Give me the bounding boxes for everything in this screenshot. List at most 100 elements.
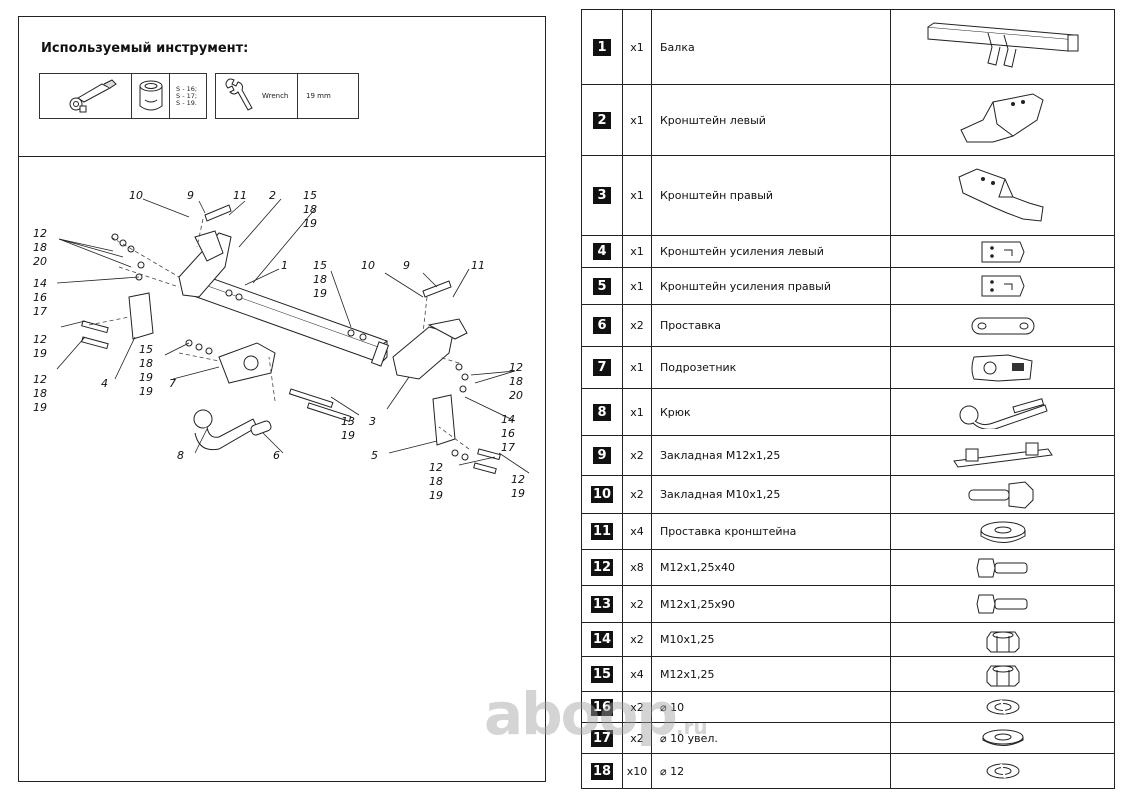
part-name: M12x1,25 bbox=[651, 656, 891, 692]
callout-11-left: 11 bbox=[233, 189, 247, 202]
bracket-right-icon bbox=[891, 163, 1114, 229]
part-number-cell: 10 bbox=[581, 475, 623, 514]
part-number: 5 bbox=[593, 277, 611, 295]
part-number-cell: 8 bbox=[581, 388, 623, 436]
part-number-cell: 2 bbox=[581, 84, 623, 156]
part-name: Крюк bbox=[651, 388, 891, 436]
part-image-cell bbox=[890, 84, 1115, 156]
tools-section: Используемый инструмент: bbox=[19, 17, 545, 157]
part-number-cell: 18 bbox=[581, 753, 623, 789]
part-image-cell bbox=[890, 549, 1115, 586]
part-qty: x2 bbox=[622, 622, 652, 657]
part-number-cell: 17 bbox=[581, 722, 623, 754]
part-name: Закладная М10х1,25 bbox=[651, 475, 891, 514]
part-qty: x2 bbox=[622, 475, 652, 514]
callout-19-e: 19 bbox=[139, 385, 153, 398]
wrench-icon bbox=[225, 78, 253, 111]
part-qty: x10 bbox=[622, 753, 652, 789]
part-number-cell: 15 bbox=[581, 656, 623, 692]
wrench-size: 19 mm bbox=[306, 92, 331, 100]
wrench-size-cell: 19 mm bbox=[298, 74, 360, 118]
part-number-cell: 1 bbox=[581, 9, 623, 85]
callout-2: 2 bbox=[269, 189, 276, 202]
part-number: 18 bbox=[590, 762, 614, 780]
callout-19-top: 19 bbox=[303, 217, 317, 230]
callout-3: 3 bbox=[369, 415, 376, 428]
part-qty: x2 bbox=[622, 304, 652, 347]
callout-16-a: 16 bbox=[33, 291, 47, 304]
reinforcement-plate-icon bbox=[891, 272, 1114, 300]
part-name: Балка bbox=[651, 9, 891, 85]
part-qty: x1 bbox=[622, 9, 652, 85]
callout-7: 7 bbox=[169, 377, 176, 390]
callout-17-b: 17 bbox=[501, 441, 515, 454]
callout-9-left: 9 bbox=[187, 189, 194, 202]
callout-15-top: 15 bbox=[303, 189, 317, 202]
embedded-plate-icon bbox=[891, 439, 1114, 473]
callout-19-e2: 19 bbox=[429, 489, 443, 502]
part-qty: x8 bbox=[622, 549, 652, 586]
reinforcement-plate-icon bbox=[891, 238, 1114, 266]
part-name: Кронштейн усиления правый bbox=[651, 267, 891, 305]
part-image-cell bbox=[890, 9, 1115, 85]
part-qty: x2 bbox=[622, 435, 652, 476]
part-image-cell bbox=[890, 346, 1115, 389]
part-image-cell bbox=[890, 267, 1115, 305]
wrench-tool: Wrench 19 mm bbox=[215, 73, 359, 119]
part-name: M12x1,25x90 bbox=[651, 585, 891, 623]
part-qty: x1 bbox=[622, 267, 652, 305]
part-number-cell: 7 bbox=[581, 346, 623, 389]
callout-12-a: 12 bbox=[33, 227, 47, 240]
wrench-cell: Wrench bbox=[216, 74, 298, 118]
socket-size-17: S - 17; bbox=[176, 92, 198, 100]
callout-12-b: 12 bbox=[33, 333, 47, 346]
part-name: Закладная М12х1,25 bbox=[651, 435, 891, 476]
socket-size-16: S - 16; bbox=[176, 85, 198, 93]
socket-wrench-tool: S - 16; S - 17; S - 19. bbox=[39, 73, 207, 119]
callout-19-c: 19 bbox=[33, 401, 47, 414]
part-image-cell bbox=[890, 304, 1115, 347]
bracket-spacer-icon bbox=[891, 517, 1114, 547]
part-number: 16 bbox=[590, 698, 614, 716]
assembly-diagram: 10 9 11 2 15 18 19 12 18 20 1 14 16 17 1… bbox=[19, 157, 545, 781]
callout-11-right: 11 bbox=[471, 259, 485, 272]
part-name: Проставка bbox=[651, 304, 891, 347]
callout-19-low: 19 bbox=[139, 371, 153, 384]
part-name: Проставка кронштейна bbox=[651, 513, 891, 550]
spacer-icon bbox=[891, 312, 1114, 340]
callout-18-low: 18 bbox=[139, 357, 153, 370]
part-image-cell bbox=[890, 435, 1115, 476]
part-name: Кронштейн правый bbox=[651, 155, 891, 236]
socket-sizes: S - 16; S - 17; S - 19. bbox=[170, 74, 208, 118]
spring-washer-icon bbox=[891, 760, 1114, 782]
part-image-cell bbox=[890, 585, 1115, 623]
part-qty: x4 bbox=[622, 656, 652, 692]
part-image-cell bbox=[890, 388, 1115, 436]
callout-12-d: 12 bbox=[509, 361, 523, 374]
callout-6: 6 bbox=[273, 449, 280, 462]
callout-8: 8 bbox=[177, 449, 184, 462]
bolt-icon bbox=[891, 555, 1114, 581]
callout-10-right: 10 bbox=[361, 259, 375, 272]
callout-16-b: 16 bbox=[501, 427, 515, 440]
part-image-cell bbox=[890, 622, 1115, 657]
beam-icon bbox=[891, 17, 1114, 77]
embedded-bolt-icon bbox=[891, 478, 1114, 512]
part-name: ⌀ 12 bbox=[651, 753, 891, 789]
callout-19-mid: 19 bbox=[313, 287, 327, 300]
bracket-left-icon bbox=[891, 90, 1114, 150]
part-number: 10 bbox=[590, 486, 614, 503]
callout-1: 1 bbox=[281, 259, 288, 272]
part-name: M10x1,25 bbox=[651, 622, 891, 657]
part-name: M12x1,25x40 bbox=[651, 549, 891, 586]
callout-20-d: 20 bbox=[509, 389, 523, 402]
part-image-cell bbox=[890, 753, 1115, 789]
